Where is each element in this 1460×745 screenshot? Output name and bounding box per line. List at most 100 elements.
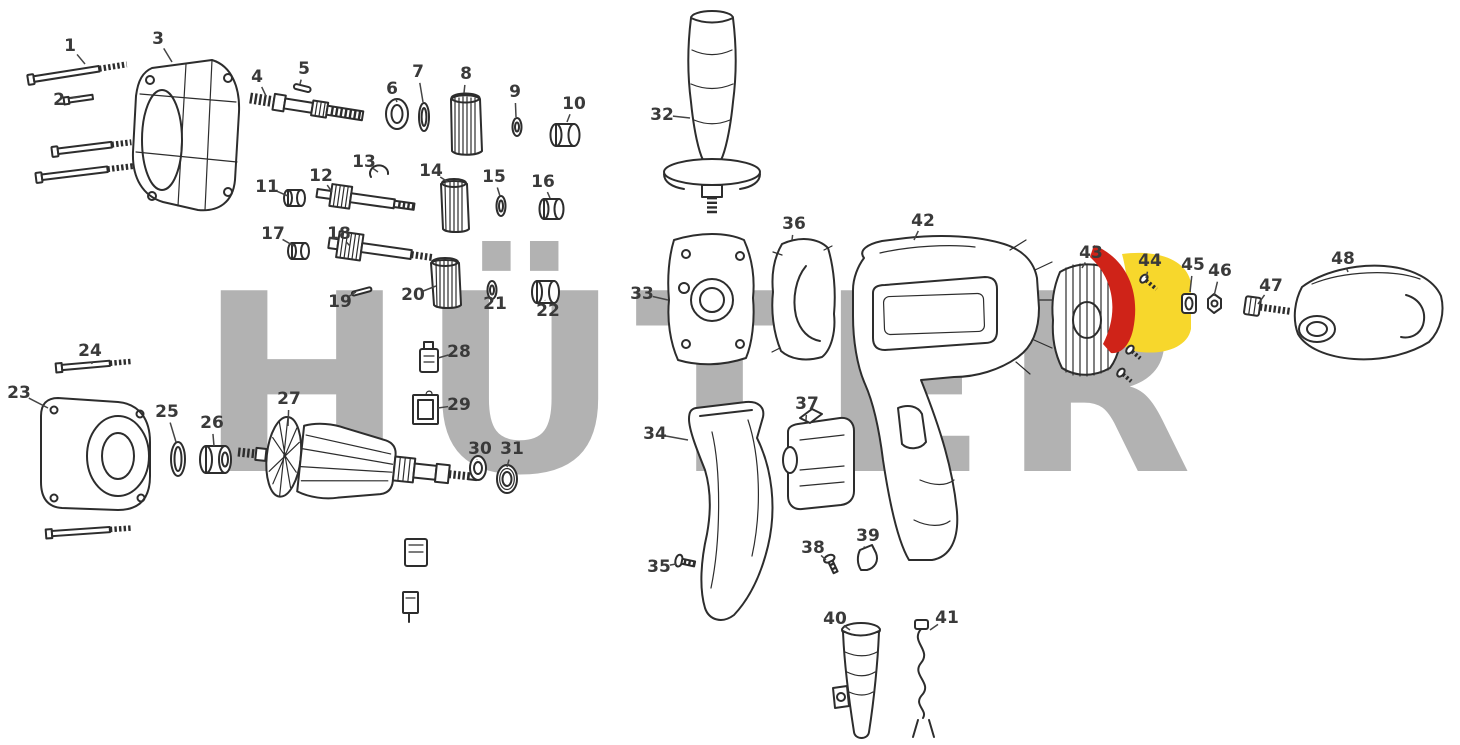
part-label-23: 23 xyxy=(7,383,31,403)
leader-line-18 xyxy=(345,241,351,247)
part-label-42: 42 xyxy=(911,211,935,231)
leader-line-16 xyxy=(546,191,551,199)
part-22-sleeve xyxy=(531,280,560,304)
leader-line-25 xyxy=(169,422,177,443)
part-label-30: 30 xyxy=(468,439,492,459)
part-label-36: 36 xyxy=(782,214,806,234)
leader-line-33 xyxy=(652,295,669,301)
part-24-screw xyxy=(54,358,132,374)
leader-line-11 xyxy=(276,190,289,197)
leader-line-15 xyxy=(496,187,501,197)
part-label-19: 19 xyxy=(328,292,352,312)
leader-line-8 xyxy=(463,84,466,94)
part-label-11: 11 xyxy=(255,177,279,197)
brush-holder-lower xyxy=(402,538,428,623)
part-16-sleeve xyxy=(538,198,565,220)
leader-line-41 xyxy=(929,623,939,631)
part-15-washer xyxy=(495,195,507,217)
part-33-bearing-shield xyxy=(667,233,755,366)
part-3-gear-housing xyxy=(131,59,241,212)
part-label-26: 26 xyxy=(200,413,224,433)
part-34-handle-cover xyxy=(688,400,774,621)
leader-line-38 xyxy=(820,554,827,561)
part-label-2: 2 xyxy=(53,90,65,110)
part-35-screw xyxy=(674,553,697,568)
leader-line-32 xyxy=(672,115,691,119)
leader-line-3 xyxy=(163,48,173,63)
leader-line-46 xyxy=(1213,281,1219,297)
part-39-clip xyxy=(856,544,878,571)
part-label-43: 43 xyxy=(1079,243,1103,263)
part-45-spacer xyxy=(1181,293,1197,314)
part-6-bearing xyxy=(385,98,409,130)
part-42-motor-housing xyxy=(852,235,1059,561)
part-label-29: 29 xyxy=(447,395,471,415)
leader-line-39 xyxy=(863,546,866,549)
part-37-switch xyxy=(782,408,855,511)
leader-line-7 xyxy=(419,82,424,103)
part-27-armature xyxy=(237,415,478,500)
part-12-gear-shaft xyxy=(315,183,416,211)
part-label-6: 6 xyxy=(386,79,398,99)
leader-line-34 xyxy=(665,435,689,441)
part-label-7: 7 xyxy=(412,62,424,82)
leader-line-13 xyxy=(372,167,379,173)
part-label-47: 47 xyxy=(1259,276,1283,296)
part-label-40: 40 xyxy=(823,609,847,629)
screw-small-c xyxy=(1116,367,1133,383)
leader-line-47 xyxy=(1257,294,1266,305)
leader-line-5 xyxy=(299,79,302,85)
part-30-bearing xyxy=(469,455,487,481)
part-47-bolt xyxy=(1243,295,1292,317)
part-label-24: 24 xyxy=(78,341,102,361)
leader-line-10 xyxy=(566,113,571,123)
leader-line-28 xyxy=(437,354,449,359)
part-label-17: 17 xyxy=(261,224,285,244)
part-label-28: 28 xyxy=(447,342,471,362)
part-label-13: 13 xyxy=(352,152,376,172)
part-label-14: 14 xyxy=(419,161,443,181)
part-26-sleeve xyxy=(199,445,232,474)
part-48-rear-cover xyxy=(1293,264,1444,361)
part-32-side-handle xyxy=(663,10,761,215)
leader-line-48 xyxy=(1346,268,1349,273)
part-9-washer xyxy=(511,117,523,137)
part-label-22: 22 xyxy=(536,301,560,321)
part-label-5: 5 xyxy=(298,59,310,79)
part-label-25: 25 xyxy=(155,402,179,422)
part-1-screw xyxy=(26,61,128,86)
accent-red-swoosh xyxy=(1090,245,1136,354)
screw-long-d xyxy=(44,525,132,540)
part-label-37: 37 xyxy=(795,394,819,414)
part-label-8: 8 xyxy=(460,64,472,84)
leader-line-20 xyxy=(422,285,437,292)
leader-line-1 xyxy=(76,53,86,65)
leader-line-45 xyxy=(1189,275,1193,293)
part-label-41: 41 xyxy=(935,608,959,628)
part-36-baffle xyxy=(771,238,836,361)
leader-line-43 xyxy=(1081,262,1086,269)
part-2-pin xyxy=(62,93,95,106)
part-label-38: 38 xyxy=(801,538,825,558)
part-label-1: 1 xyxy=(64,36,76,56)
accent-yellow-swoosh xyxy=(1119,252,1191,353)
part-label-32: 32 xyxy=(650,105,674,125)
part-10-sleeve xyxy=(549,123,581,147)
part-label-16: 16 xyxy=(531,172,555,192)
leader-line-19 xyxy=(348,291,357,297)
leader-line-2 xyxy=(69,96,81,100)
part-label-12: 12 xyxy=(309,166,333,186)
part-5-key xyxy=(292,83,312,94)
part-7-circlip xyxy=(418,102,430,132)
part-label-3: 3 xyxy=(152,29,164,49)
part-label-45: 45 xyxy=(1181,255,1205,275)
part-label-48: 48 xyxy=(1331,249,1355,269)
part-13-clip xyxy=(369,164,390,178)
leader-line-14 xyxy=(439,176,449,183)
leader-line-4 xyxy=(261,86,267,97)
part-11-sleeve xyxy=(283,189,306,207)
leader-line-23 xyxy=(28,397,49,409)
leader-line-17 xyxy=(282,238,295,247)
part-40-cord-guard xyxy=(832,622,881,739)
